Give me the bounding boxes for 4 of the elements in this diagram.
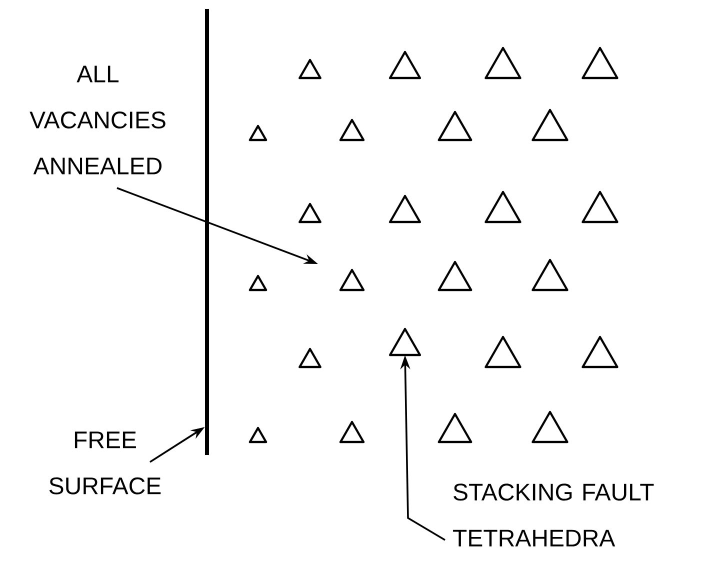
- triangle: [388, 328, 422, 356]
- callout-text: FREE SURFACE: [49, 432, 161, 494]
- callout-text: ALL VACANCIES ANNEALED: [30, 66, 166, 174]
- callout-text: STACKING FAULT TETRAHEDRA: [453, 484, 654, 546]
